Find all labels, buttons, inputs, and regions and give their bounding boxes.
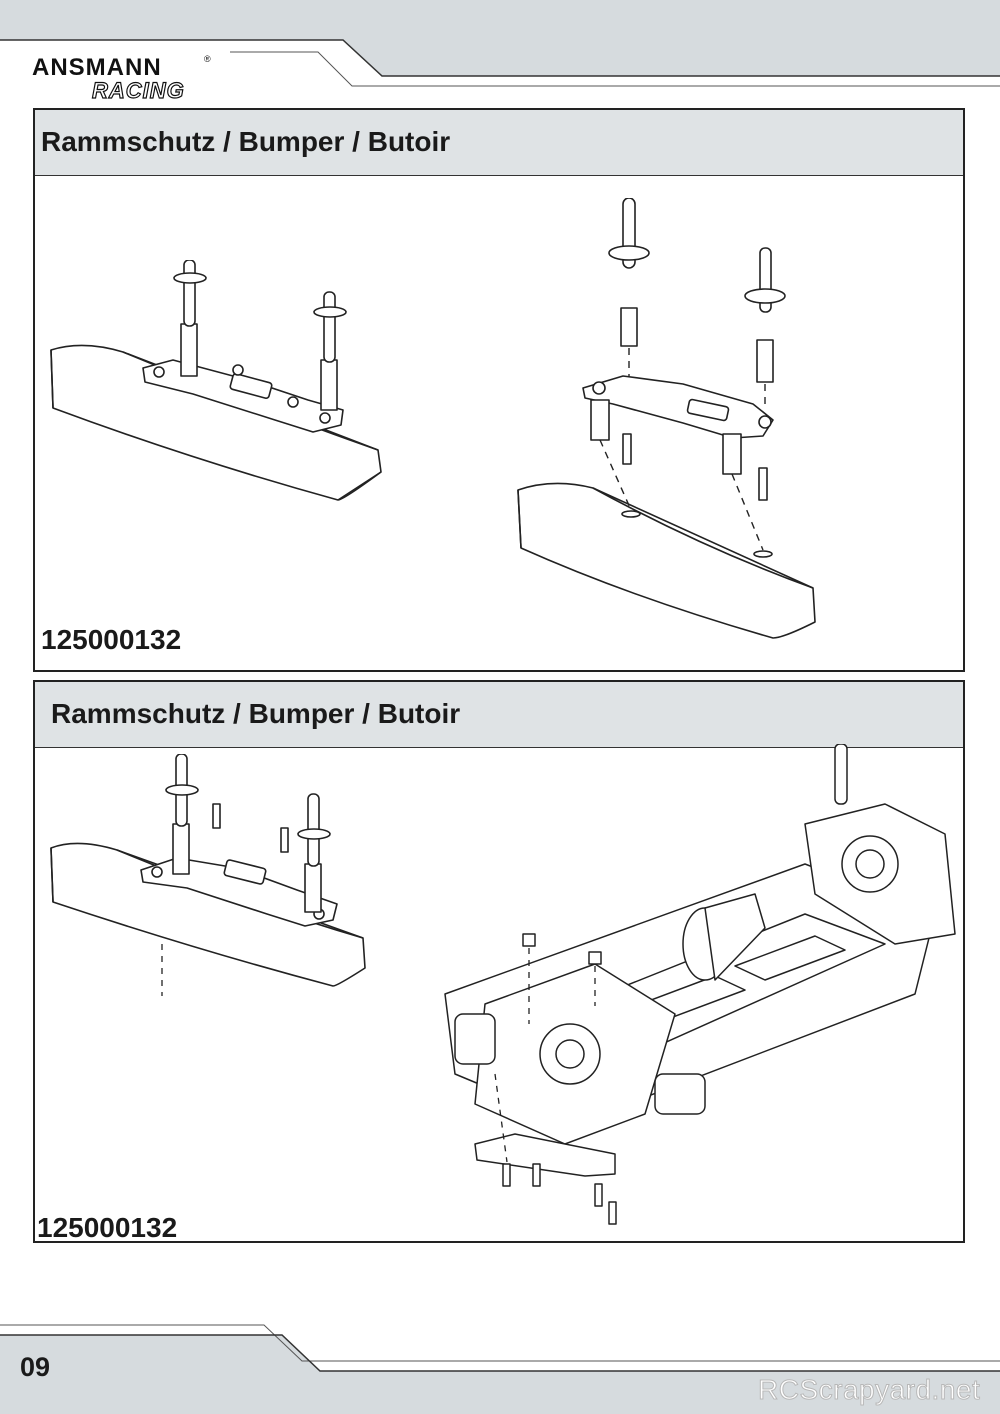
bumper-exploded-diagram xyxy=(517,198,816,639)
part-number: 125000132 xyxy=(41,624,182,655)
section-header xyxy=(35,110,963,176)
logo-brand-text: ANSMANN xyxy=(32,54,162,81)
section-title: Rammschutz / Bumper / Butoir xyxy=(41,126,451,157)
footer-band xyxy=(0,1324,1000,1414)
section-title: Rammschutz / Bumper / Butoir xyxy=(51,698,461,729)
bumper-assembled-diagram xyxy=(50,260,382,501)
logo-registered-mark: ® xyxy=(204,54,211,64)
header-band xyxy=(0,0,1000,87)
logo-racing-text: RACING xyxy=(91,77,185,103)
bumper-with-screws-diagram xyxy=(50,754,366,996)
section-header xyxy=(35,682,963,748)
chassis-mounting-diagram xyxy=(444,744,956,1225)
bumper-section-2: Rammschutz / Bumper / Butoir xyxy=(33,680,965,1243)
part-number: 125000132 xyxy=(37,1212,178,1243)
watermark-text: RCScrapyard.net xyxy=(757,1374,981,1406)
ansmann-racing-logo: ANSMANN ® RACING xyxy=(32,52,212,108)
bumper-section-1: Rammschutz / Bumper / Butoir xyxy=(33,108,965,672)
page-number: 09 xyxy=(20,1352,51,1382)
